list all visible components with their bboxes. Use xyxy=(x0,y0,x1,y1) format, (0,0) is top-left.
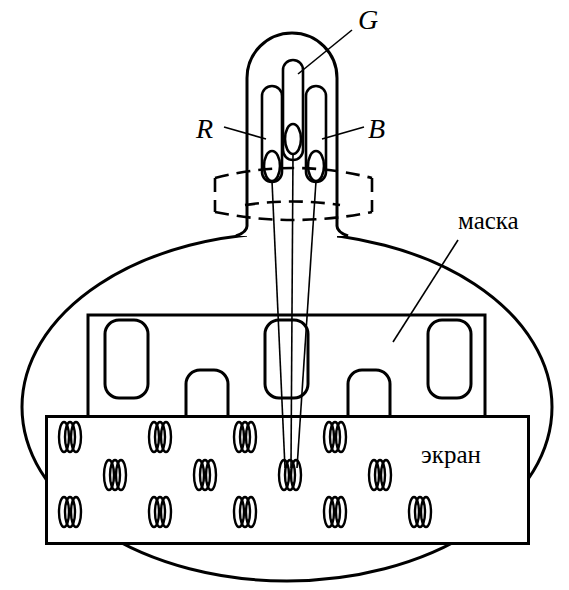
electron-guns xyxy=(262,60,326,182)
leader-lines xyxy=(224,30,458,342)
tube-bulb xyxy=(22,233,552,581)
screen-label: экран xyxy=(421,442,481,467)
gun-label: B xyxy=(368,115,385,143)
electron-beams xyxy=(272,154,316,468)
gun-label: G xyxy=(358,6,378,34)
shadow-mask xyxy=(88,315,485,417)
gun-label: R xyxy=(196,115,213,143)
mask-label: маска xyxy=(458,208,519,233)
screen-box: экран xyxy=(45,415,530,545)
phosphor-triads xyxy=(59,422,431,527)
